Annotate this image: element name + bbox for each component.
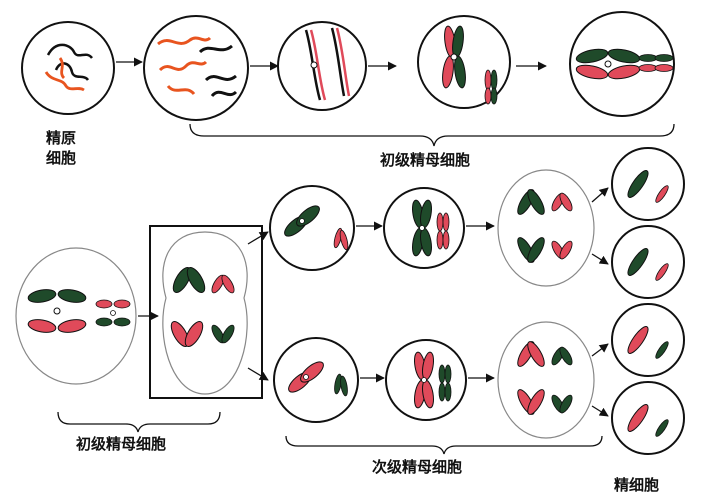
spermatid-cell-2 xyxy=(611,225,685,299)
secondary-cell-lower-1 xyxy=(273,337,359,423)
primary-cell-metaphase xyxy=(15,247,137,385)
label-primary-top: 初级精母细胞 xyxy=(380,151,470,169)
arrow xyxy=(591,343,609,357)
label-secondary: 次级精母细胞 xyxy=(372,458,462,476)
arrow xyxy=(247,367,269,381)
primary-cell-stage-3 xyxy=(417,15,511,109)
arrow xyxy=(591,405,609,417)
arrow xyxy=(591,187,609,203)
brace-primary-bottom xyxy=(57,411,221,433)
spermatid-cell-4 xyxy=(611,381,685,455)
secondary-cell-upper-2 xyxy=(383,187,465,269)
primary-cell-anaphase xyxy=(149,225,263,399)
label-primary-bottom: 初级精母细胞 xyxy=(76,435,166,453)
brace-secondary xyxy=(285,435,603,455)
brace-primary-top xyxy=(189,123,675,147)
spermatid-cell-1 xyxy=(611,147,685,221)
label-spermatogonium-1: 精原 xyxy=(46,129,76,147)
primary-cell-stage-1 xyxy=(143,15,249,121)
primary-cell-stage-2 xyxy=(277,21,367,111)
label-spermatogonium-2: 细胞 xyxy=(46,149,76,167)
spermatogonium-cell xyxy=(21,21,115,115)
label-sperm: 精细胞 xyxy=(614,476,659,494)
arrow xyxy=(247,231,269,245)
spermatid-cell-3 xyxy=(611,303,685,377)
arrow xyxy=(591,253,609,265)
secondary-cell-upper-dividing xyxy=(497,169,595,287)
primary-cell-stage-4 xyxy=(569,11,675,117)
secondary-cell-upper-1 xyxy=(269,185,355,271)
secondary-cell-lower-dividing xyxy=(497,321,595,439)
secondary-cell-lower-2 xyxy=(385,339,467,421)
